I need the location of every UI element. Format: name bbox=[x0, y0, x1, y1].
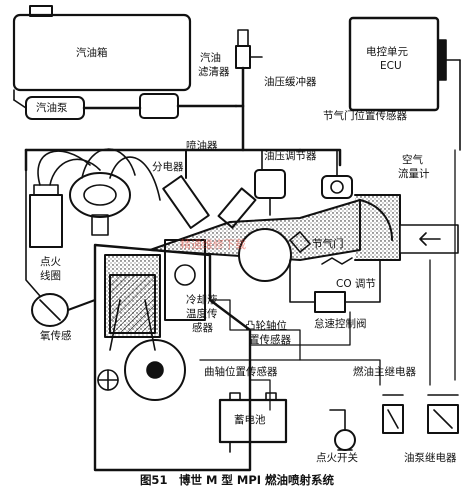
label-main-relay: 燃油主继电器 bbox=[353, 366, 416, 378]
label-coolant-sensor-line1: 冷却液 bbox=[186, 294, 218, 306]
label-throttle: 节气门 bbox=[312, 238, 344, 250]
label-ignition-coil-line1: 点火 bbox=[40, 256, 61, 268]
label-throttle-sensor: 节气门位置传感器 bbox=[323, 110, 407, 122]
label-co-adjust: CO 调节 bbox=[336, 278, 376, 290]
label-idle-valve: 怠速控制阀 bbox=[314, 318, 367, 330]
label-fuel-filter-line1: 汽油 bbox=[200, 52, 221, 64]
fuel-pump-relay bbox=[427, 394, 459, 434]
label-fuel-filter-line2: 滤清器 bbox=[198, 66, 230, 78]
label-ecu-line1: 电控单元 bbox=[366, 46, 408, 58]
engine-block bbox=[93, 239, 252, 472]
label-injector: 喷油器 bbox=[186, 140, 218, 152]
label-air-flow-meter-line1: 空气 bbox=[402, 154, 423, 166]
fuel-tank bbox=[12, 5, 192, 92]
label-pressure-damper: 油压缓冲器 bbox=[264, 76, 317, 88]
label-ecu-line2: ECU bbox=[380, 60, 402, 72]
fuel-main-relay bbox=[382, 394, 404, 434]
idle-control-valve bbox=[289, 259, 381, 313]
watermark: 精通维修下载 bbox=[180, 238, 246, 251]
label-air-flow-meter-line2: 流量计 bbox=[398, 168, 430, 180]
label-fuel-pump: 汽油泵 bbox=[36, 102, 68, 114]
distributor bbox=[69, 148, 161, 236]
fuel-injector bbox=[162, 149, 257, 229]
label-crankshaft-sensor: 曲轴位置传感器 bbox=[204, 366, 278, 378]
figure-caption: 图51 博世 M 型 MPI 燃油喷射系统 bbox=[139, 473, 335, 487]
label-ignition-coil-line2: 线圈 bbox=[40, 270, 61, 282]
pressure-damper bbox=[234, 29, 263, 152]
ignition-switch bbox=[329, 409, 356, 451]
label-coolant-sensor-line3: 感器 bbox=[192, 322, 213, 334]
pressure-regulator bbox=[254, 149, 286, 216]
air-flow-meter bbox=[354, 194, 459, 261]
label-battery: 蓄电池 bbox=[234, 414, 266, 426]
label-coolant-sensor-line2: 温度传 bbox=[186, 308, 218, 320]
label-pressure-regulator: 油压调节器 bbox=[264, 150, 317, 162]
label-distributor: 分电器 bbox=[152, 161, 184, 173]
fuel-filter bbox=[82, 93, 238, 119]
label-camshaft-sensor-line1: 凸轮轴位 bbox=[245, 320, 287, 332]
throttle-position-sensor bbox=[321, 149, 353, 199]
label-fuel-tank: 汽油箱 bbox=[76, 47, 108, 59]
label-ignition-switch: 点火开关 bbox=[316, 452, 358, 464]
ignition-coil bbox=[29, 150, 101, 248]
battery bbox=[218, 392, 288, 453]
co-adjust-screw bbox=[321, 257, 353, 265]
signal-wiring bbox=[199, 149, 456, 411]
label-camshaft-sensor-line2: 置传感器 bbox=[249, 334, 291, 346]
ecu-box bbox=[348, 16, 461, 151]
label-oxygen-sensor: 氧传感 bbox=[40, 330, 72, 342]
oxygen-sensor bbox=[25, 169, 96, 327]
label-pump-relay: 油泵继电器 bbox=[404, 452, 457, 464]
